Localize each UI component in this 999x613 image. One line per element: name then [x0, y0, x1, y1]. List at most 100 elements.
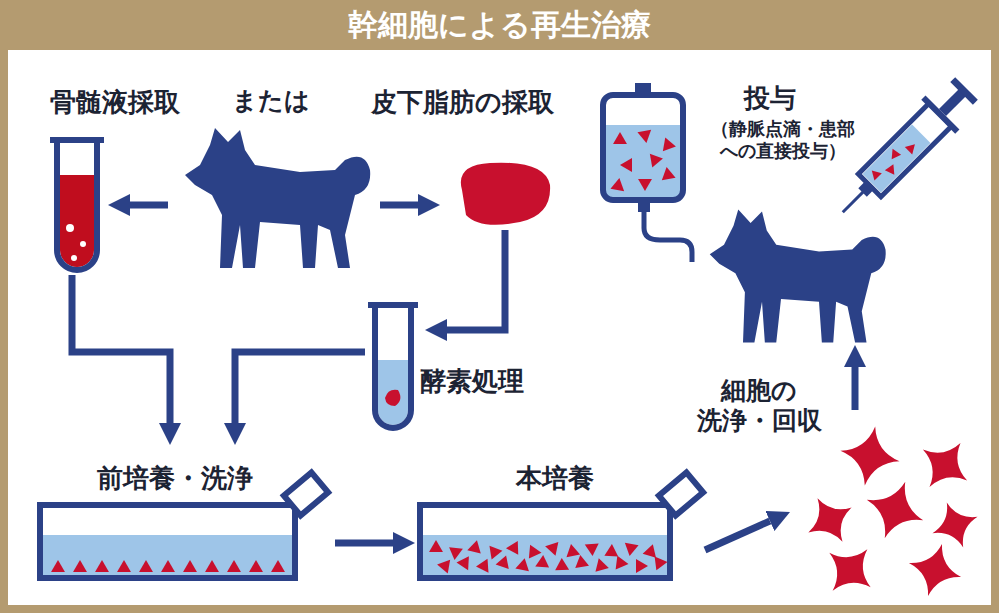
- frame: [4, 4, 995, 609]
- cell-mark: [590, 558, 608, 576]
- cell-mark: [545, 537, 563, 555]
- test-tube: [50, 137, 104, 143]
- sample-box: 皮下脂肪の採取: [360, 82, 565, 230]
- cell-mark: [139, 560, 153, 572]
- stem-cell: [812, 532, 888, 608]
- syringe: [863, 125, 931, 193]
- syringe: [868, 135, 921, 188]
- stem-cell: [796, 486, 864, 554]
- culture-flask: [40, 505, 295, 578]
- cell-mark: [73, 560, 87, 572]
- cell-mark: [429, 540, 443, 552]
- iv-bag: [638, 200, 650, 212]
- syringe: [858, 103, 951, 196]
- test-tube: [375, 305, 411, 428]
- note-label: または: [232, 86, 310, 116]
- cell-mark: [51, 560, 65, 572]
- cell-mark: [611, 553, 629, 569]
- cell-mark: [646, 154, 663, 170]
- cell-mark: [227, 560, 241, 572]
- fat-tissue: [461, 163, 550, 225]
- cell-mark: [868, 167, 882, 181]
- step-label: 投与: [740, 83, 800, 114]
- cell-mark: [608, 178, 624, 195]
- cell-mark: [496, 553, 513, 569]
- cell-mark: [892, 149, 902, 160]
- cell-mark: [905, 144, 917, 155]
- cell-mark: [161, 560, 175, 572]
- flow-arrow: [235, 352, 365, 423]
- flow-arrow: [72, 275, 170, 423]
- test-tube: [50, 140, 104, 270]
- cell-mark: [643, 542, 660, 558]
- dog-silhouette: [710, 210, 886, 343]
- flow-arrow: [852, 367, 859, 410]
- cell-mark: [456, 556, 474, 573]
- flow-arrow: [447, 230, 505, 330]
- sampling-arrow: [128, 202, 168, 209]
- cell-mark: [485, 546, 502, 562]
- step-label: 骨髄液採取: [40, 87, 190, 118]
- culture-flask: [284, 472, 328, 515]
- test-tube: [368, 302, 418, 308]
- cell-mark: [117, 560, 131, 572]
- syringe: [826, 72, 984, 230]
- sampling-arrow: [108, 194, 130, 216]
- iv-bag: [644, 212, 692, 262]
- stem-cell: [924, 494, 986, 556]
- culture-flask: [43, 535, 292, 575]
- cell-mark: [555, 558, 569, 570]
- treatment-step: 投与 （静脈点滴・患部 への直接投与）: [595, 75, 960, 345]
- culture-step: 本培養: [415, 445, 705, 585]
- test-tube: [57, 140, 97, 270]
- flow-arrow: [335, 540, 393, 547]
- cell-mark: [663, 137, 677, 153]
- cell-mark: [601, 544, 618, 562]
- cell-mark: [95, 560, 109, 572]
- stem-cells: [796, 421, 986, 608]
- cell-mark: [613, 132, 627, 144]
- step-label: 細胞の 洗浄・回収: [690, 376, 828, 436]
- sampling-arrow: [380, 202, 420, 209]
- sampling-arrow: [108, 194, 440, 216]
- cell-mark: [249, 560, 263, 572]
- test-tube: [66, 224, 74, 232]
- test-tube: [80, 241, 86, 247]
- culture-flask: [420, 505, 670, 578]
- step-label: 本培養: [500, 463, 610, 494]
- title: 幹細胞による再生治療: [0, 0, 999, 50]
- step-label: 皮下脂肪の採取: [360, 87, 565, 118]
- cell-mark: [885, 162, 898, 175]
- cell-mark: [205, 560, 219, 572]
- title-bar: [0, 0, 999, 50]
- culture-flask: [284, 472, 328, 515]
- test-tube: [60, 175, 94, 267]
- cell-mark: [636, 559, 648, 573]
- cell-mark: [506, 541, 518, 555]
- cell-mark: [515, 558, 533, 576]
- syringe: [950, 77, 978, 105]
- iv-bag: [603, 83, 692, 262]
- stem-cell: [835, 421, 905, 491]
- dog-silhouette: [185, 128, 370, 268]
- step-note: （静脈点滴・患部 への直接投与）: [699, 118, 867, 161]
- flow-arrow: [705, 521, 770, 550]
- cell-mark: [532, 555, 549, 573]
- stem-cell: [907, 427, 982, 502]
- cell-mark: [585, 544, 600, 557]
- step-label: 酵素処理: [420, 366, 545, 397]
- cell-mark: [637, 125, 655, 143]
- cell-mark: [620, 158, 638, 175]
- cell-mark: [524, 542, 542, 559]
- test-tube: [368, 305, 418, 428]
- culture-flask: [659, 472, 703, 515]
- iv-bag: [606, 125, 680, 197]
- test-tube: [378, 360, 408, 425]
- sampling-arrow: [418, 194, 440, 216]
- cell-mark: [650, 557, 668, 573]
- cell-mark: [449, 542, 465, 560]
- test-tube: [71, 255, 77, 261]
- process-step: 酵素処理: [365, 300, 425, 435]
- stem-cell: [902, 537, 968, 603]
